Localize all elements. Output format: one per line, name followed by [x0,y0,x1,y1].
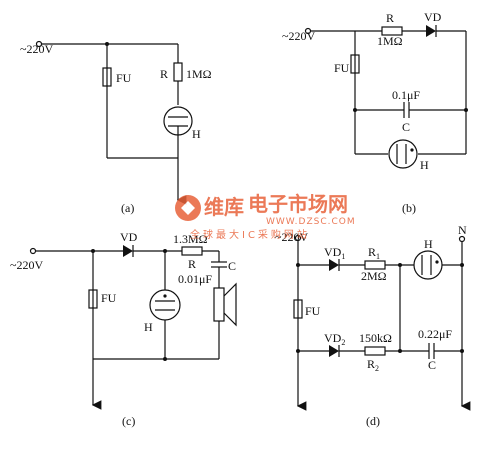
resistor1-d [364,260,386,270]
lamp-label-b: H [420,158,429,172]
neon-lamp-b [388,139,418,169]
supply-label-b: ~220V [282,29,315,43]
resistor-name-c: R [188,257,196,271]
watermark-url: WWW.DZSC.COM [266,217,356,227]
terminal-b [304,27,312,35]
diode-b [426,25,436,37]
fuse-label-a: FU [116,71,132,85]
panel-b: ~220V R 1MΩ VD FU 0.1μF C H (b) [282,10,468,215]
resistor-c [181,246,203,256]
caption-d: (d) [366,414,380,428]
panel-a: ~220V FU R 1MΩ H (a) [20,40,212,215]
supply-label-a: ~220V [20,42,53,56]
neon-lamp-d [413,250,443,280]
panel-d: ~220V N VD1 R1 2MΩ H FU VD2 150kΩ R2 0.2… [275,223,471,428]
caption-b: (b) [402,201,416,215]
fuse-d [293,299,303,319]
diode-c [123,245,133,257]
neutral-label-d: N [458,223,467,237]
terminal-n [458,235,466,243]
capacitor-name-b: C [402,120,410,134]
caption-a: (a) [121,201,134,215]
diode-label-c: VD [120,230,138,244]
lamp-label-c: H [144,320,153,334]
supply-label-c: ~220V [10,258,43,272]
resistor2-name-d: R2 [367,357,379,373]
lamp-label-d: H [424,237,433,251]
diode1-d [329,259,339,271]
caption-c: (c) [122,414,135,428]
supply-label-d: ~220V [275,230,308,244]
resistor-name-b: R [386,11,394,25]
resistor1-value-d: 2MΩ [361,269,387,283]
fuse-label-b: FU [334,61,350,75]
diode2-label-d: VD2 [324,331,345,347]
diode1-label-d: VD1 [324,245,345,261]
fuse-label-d: FU [305,304,321,318]
resistor-value-c: 1.3MΩ [173,232,208,246]
lamp-label-a: H [192,127,201,141]
diode2-d [329,345,339,357]
watermark-brand: 维库 [204,195,244,219]
resistor2-d [364,346,386,356]
capacitor-value-b: 0.1μF [392,88,420,102]
resistor2-value-d: 150kΩ [359,331,392,345]
resistor1-name-d: R1 [368,245,380,261]
resistor-value-a: 1MΩ [186,67,212,81]
capacitor-name-c: C [228,259,236,273]
resistor-a [173,62,183,82]
capacitor-value-c: 0.01μF [178,272,212,286]
watermark: 维库 电子市场网 WWW.DZSC.COM 全球最大IC采购网站 [175,192,356,241]
panel-c: ~220V VD 1.3MΩ R 0.01μF C FU H (c) [10,230,237,428]
speaker-c [213,287,225,322]
watermark-slogan: 全球最大IC采购网站 [190,228,310,241]
fuse-label-c: FU [101,291,117,305]
resistor-value-b: 1MΩ [377,34,403,48]
capacitor-name-d: C [428,358,436,372]
capacitor-value-d: 0.22μF [418,327,452,341]
fuse-b [350,54,360,74]
terminal-d [294,234,302,242]
resistor-name-a: R [160,67,168,81]
terminal-c [29,247,37,255]
fuse-c [88,289,98,309]
diode-label-b: VD [424,10,442,24]
terminal-a [35,40,43,48]
fuse-a [102,67,112,87]
watermark-tagline: 电子市场网 [248,192,348,216]
